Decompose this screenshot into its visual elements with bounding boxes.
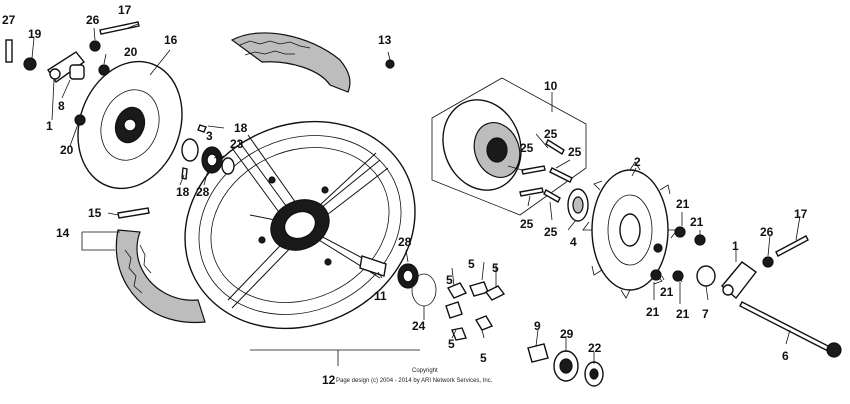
callout-27: 27 <box>2 13 16 27</box>
wheel-rim[interactable] <box>151 85 449 366</box>
callout-26-right: 26 <box>760 225 774 239</box>
callout-21-c: 21 <box>660 285 674 299</box>
callout-14: 14 <box>56 226 70 240</box>
callout-20: 20 <box>124 45 138 59</box>
callout-28-right: 28 <box>398 235 412 249</box>
callout-1: 1 <box>46 119 53 133</box>
left-axle-adjuster[interactable] <box>5 21 140 126</box>
callout-13: 13 <box>378 33 392 47</box>
callout-25-b: 25 <box>520 141 534 155</box>
right-hub-bearings[interactable] <box>359 255 437 307</box>
callout-5-b: 5 <box>492 261 499 275</box>
callout-3: 3 <box>206 129 213 143</box>
callout-23: 23 <box>230 137 244 151</box>
tire-valve[interactable] <box>117 207 150 219</box>
callout-21-a: 21 <box>676 197 690 211</box>
callout-17: 17 <box>118 3 132 17</box>
callout-18: 18 <box>234 121 248 135</box>
callout-8: 8 <box>58 99 65 113</box>
rear-tire[interactable] <box>115 32 351 324</box>
callout-17-right: 17 <box>794 207 808 221</box>
callout-10: 10 <box>544 79 558 93</box>
callout-28: 28 <box>196 185 210 199</box>
callout-29: 29 <box>560 327 574 341</box>
callout-20-lower: 20 <box>60 143 74 157</box>
callout-5-c: 5 <box>446 273 453 287</box>
copyright-line-1: Copyright <box>412 368 438 374</box>
callout-11: 11 <box>374 289 387 303</box>
flange-bearing[interactable] <box>567 188 589 222</box>
rear-axle[interactable] <box>739 301 842 358</box>
callout-25-e: 25 <box>544 225 558 239</box>
callout-21-b: 21 <box>690 215 704 229</box>
callout-5-e: 5 <box>480 351 487 365</box>
callout-25-a: 25 <box>544 127 558 141</box>
right-axle-adjuster[interactable] <box>696 235 809 300</box>
final-driven-flange[interactable] <box>431 77 587 216</box>
callout-7: 7 <box>702 307 709 321</box>
callout-25-c: 25 <box>568 145 582 159</box>
callout-labels: 27 19 26 17 16 20 8 1 20 13 18 3 23 18 2… <box>2 3 808 387</box>
callout-2: 2 <box>634 155 641 169</box>
callout-24: 24 <box>412 319 426 333</box>
callout-18-lower: 18 <box>176 185 190 199</box>
callout-21-d: 21 <box>646 305 660 319</box>
callout-5-d: 5 <box>448 337 455 351</box>
callout-12: 12 <box>322 373 336 387</box>
callout-5-a: 5 <box>468 257 475 271</box>
callout-6: 6 <box>782 349 789 363</box>
callout-25-d: 25 <box>520 217 534 231</box>
wheel-dampers[interactable] <box>445 281 506 341</box>
callout-19: 19 <box>28 27 42 41</box>
callout-15: 15 <box>88 206 102 220</box>
callout-16: 16 <box>164 33 178 47</box>
small-nut-13[interactable] <box>385 59 395 69</box>
callout-4: 4 <box>570 235 577 249</box>
callout-21-e: 21 <box>676 307 690 321</box>
callout-22: 22 <box>588 341 602 355</box>
callout-26: 26 <box>86 13 100 27</box>
leader-lines <box>31 23 801 366</box>
left-hub-bearings[interactable] <box>181 124 235 180</box>
copyright-line-2: Page design (c) 2004 - 2014 by ARI Netwo… <box>336 378 493 384</box>
flange-spacers[interactable] <box>527 343 604 387</box>
driven-sprocket[interactable] <box>582 161 678 299</box>
brake-disc[interactable] <box>61 47 199 203</box>
callout-9: 9 <box>534 319 541 333</box>
callout-1-right: 1 <box>732 239 739 253</box>
